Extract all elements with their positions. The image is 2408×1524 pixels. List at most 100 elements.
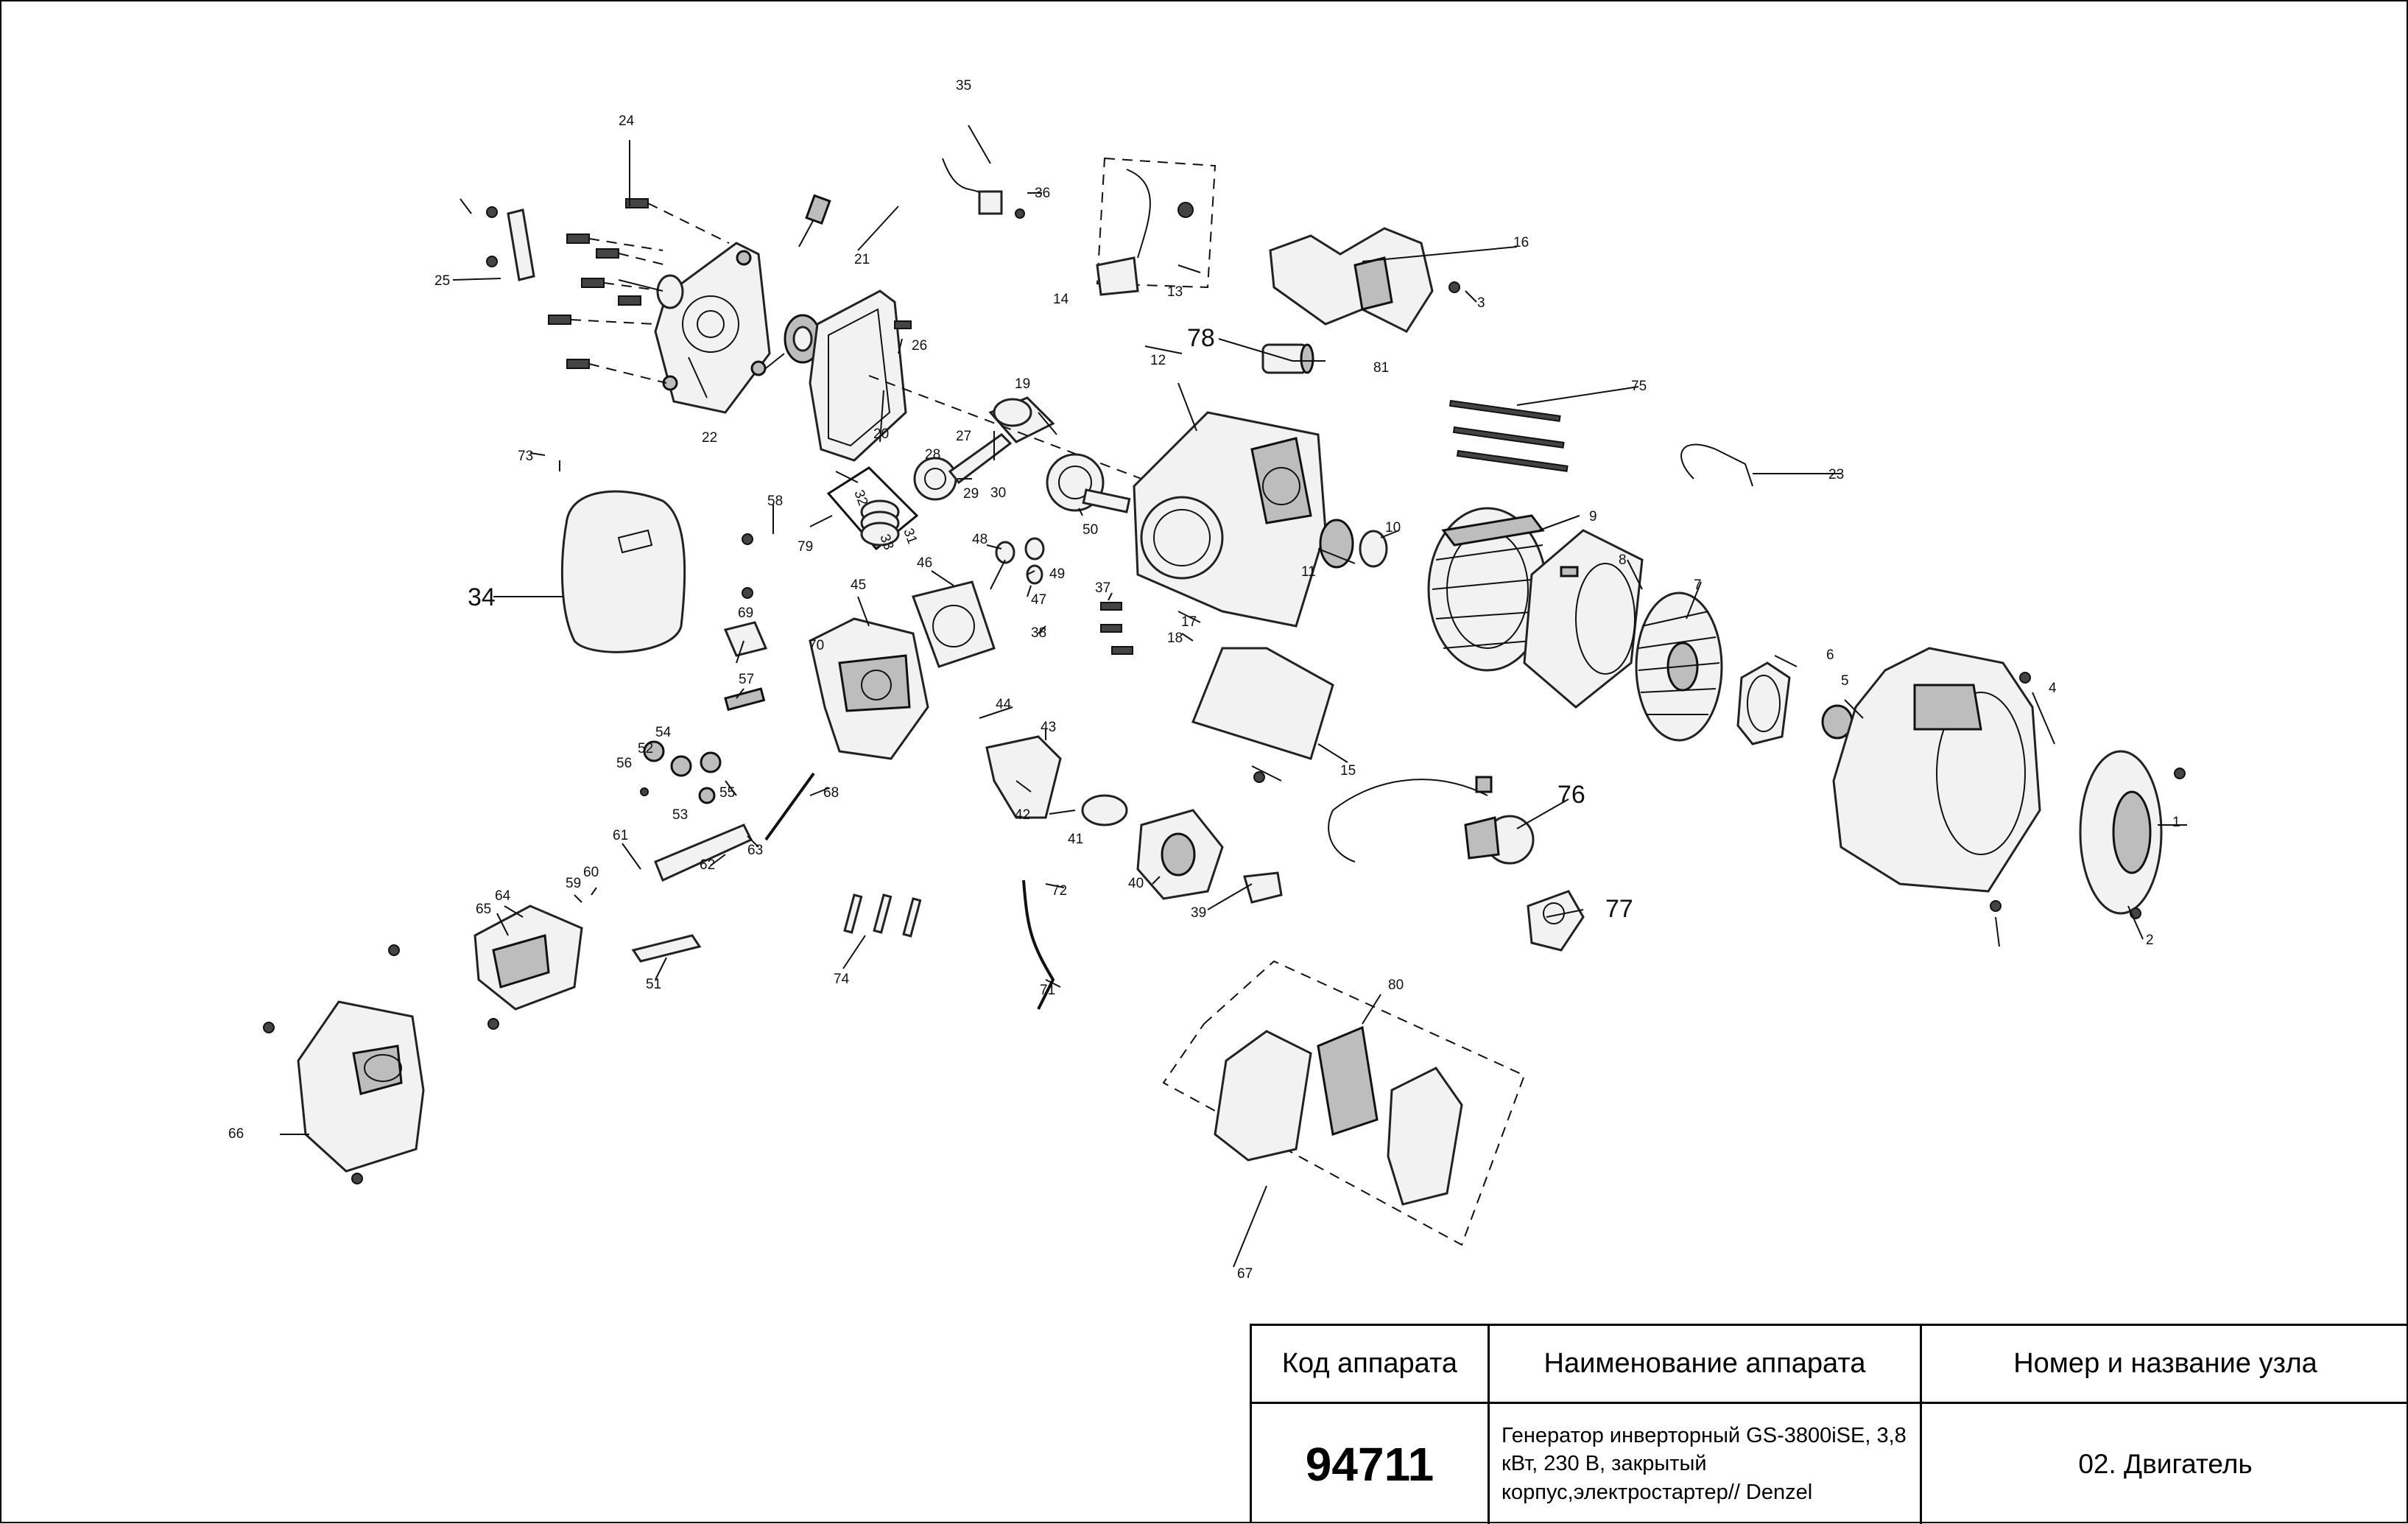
leader-lines — [280, 124, 2187, 1268]
oil-seal — [1359, 530, 1388, 568]
part-label: 71 — [1040, 983, 1055, 998]
part-label: 2 — [2146, 933, 2154, 948]
part-label: 78 — [1187, 324, 1215, 352]
part-label: 20 — [873, 426, 889, 442]
part-label: 40 — [1128, 876, 1144, 891]
part-label: 23 — [1828, 467, 1844, 482]
part-label: 12 — [1150, 353, 1166, 368]
part-label: 72 — [1052, 883, 1067, 899]
part-label: 55 — [719, 785, 735, 801]
part-label: 53 — [672, 807, 688, 823]
part-label: 75 — [1631, 379, 1647, 394]
valve-cover — [473, 905, 583, 1011]
part-label: 67 — [1237, 1266, 1253, 1282]
sensor-wire — [1680, 443, 1753, 487]
part-label: 79 — [798, 539, 813, 555]
part-label: 62 — [700, 857, 715, 873]
part-label: 7 — [1694, 577, 1702, 593]
part-label: 37 — [1095, 580, 1110, 596]
cooling-fan — [1635, 591, 1723, 742]
part-label: 6 — [1826, 647, 1834, 663]
cylinder-head — [809, 617, 929, 760]
intake-gasket — [723, 621, 768, 657]
header-node: Номер и название узла — [1922, 1326, 2408, 1404]
part-label: 42 — [1015, 807, 1030, 823]
header-code: Код аппарата — [1252, 1326, 1490, 1404]
hose-clips — [843, 893, 922, 938]
part-label: 51 — [646, 977, 661, 992]
part-label: 57 — [739, 672, 754, 687]
stator-bolts — [1448, 399, 1569, 472]
air-filter-assembly — [1162, 960, 1526, 1246]
part-label: 16 — [1513, 235, 1529, 250]
part-label: 11 — [1301, 564, 1316, 580]
part-label: 26 — [912, 338, 927, 354]
device-code: 94711 — [1252, 1404, 1490, 1524]
part-label: 69 — [738, 605, 753, 621]
part-label: 81 — [1373, 360, 1389, 376]
part-label: 3 — [1477, 295, 1485, 311]
part-label: 60 — [583, 865, 599, 880]
breather-tube — [631, 934, 702, 963]
part-label: 1 — [2172, 815, 2180, 830]
part-label: 8 — [1619, 552, 1627, 568]
part-label: 64 — [495, 888, 511, 904]
part-label: 47 — [1031, 592, 1046, 608]
part-label: 68 — [823, 785, 839, 801]
part-label: 52 — [638, 741, 653, 756]
piston-ring-set — [826, 466, 919, 551]
fuel-hose — [1022, 879, 1055, 1010]
spark-plug — [724, 687, 766, 712]
part-label: 49 — [1049, 566, 1065, 582]
part-label: 77 — [1605, 895, 1633, 923]
header-name: Наименование аппарата — [1490, 1326, 1922, 1404]
oil-sensor-assembly — [1096, 157, 1217, 296]
part-label: 63 — [747, 843, 763, 858]
starter-bracket — [1527, 890, 1585, 952]
part-label: 50 — [1082, 522, 1098, 538]
part-label: 70 — [809, 638, 824, 653]
stop-switch-wire — [942, 158, 1025, 219]
part-label: 10 — [1385, 520, 1401, 535]
starter-solenoid — [1261, 343, 1314, 374]
part-label: 27 — [956, 429, 971, 444]
device-name: Генератор инверторный GS-3800iSE, 3,8 кВ… — [1490, 1404, 1922, 1524]
part-label: 19 — [1015, 376, 1030, 392]
title-block: Код аппарата Наименование аппарата Номер… — [1250, 1324, 2408, 1524]
engine-block — [1133, 411, 1327, 628]
recoil-starter — [2079, 750, 2163, 915]
part-label: 46 — [917, 555, 932, 571]
part-label: 24 — [619, 113, 635, 129]
part-label: 14 — [1053, 292, 1069, 307]
part-label: 65 — [476, 902, 491, 917]
part-label: 44 — [996, 697, 1012, 712]
part-label: 5 — [1841, 673, 1849, 689]
part-label: 9 — [1589, 509, 1597, 524]
starter-cup — [1736, 661, 1791, 745]
carburetor-insulator — [1081, 794, 1128, 826]
main-bearing — [1319, 519, 1354, 569]
part-label: 13 — [1167, 284, 1183, 300]
part-label: 28 — [925, 447, 940, 463]
part-label: 76 — [1557, 781, 1585, 809]
part-labels: 1 2 3 4 5 6 7 8 9 10 11 12 13 14 15 16 1… — [228, 78, 2180, 1282]
part-label: 80 — [1388, 977, 1404, 993]
part-label: 22 — [702, 430, 717, 446]
carburetor-gasket — [1243, 871, 1283, 904]
part-label: 34 — [468, 583, 496, 611]
carburetor — [1136, 809, 1224, 900]
screws — [263, 281, 2186, 1184]
part-label: 30 — [990, 485, 1006, 501]
part-label: 41 — [1068, 832, 1083, 847]
cylinder-shroud — [1269, 227, 1434, 333]
part-label: 61 — [613, 828, 628, 843]
dowel-pin — [894, 320, 912, 329]
part-label: 66 — [228, 1126, 244, 1142]
camshaft-gear — [1046, 453, 1131, 513]
node-name: 02. Двигатель — [2078, 1448, 2253, 1479]
head-gasket — [912, 580, 996, 668]
part-label: 74 — [834, 972, 850, 987]
dipstick — [798, 194, 831, 247]
part-label: 43 — [1041, 720, 1056, 735]
